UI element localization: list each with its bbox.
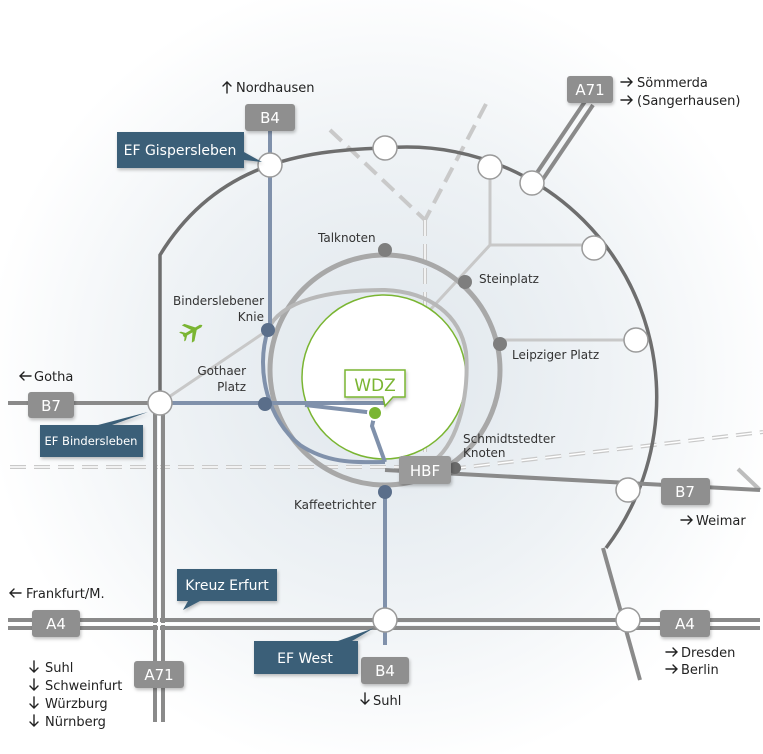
airplane-icon (179, 323, 203, 343)
plate-b4-south: B4 (375, 662, 395, 680)
dest-suhl: Suhl (45, 661, 73, 676)
callout-kreuz-erfurt: Kreuz Erfurt (185, 578, 269, 594)
road-plates (28, 76, 710, 688)
dest-sangerhausen: (Sangerhausen) (637, 94, 740, 109)
plate-a4-west: A4 (46, 615, 66, 633)
plate-b7-west: B7 (41, 397, 61, 415)
label-knoten: Knoten (463, 446, 506, 460)
callout-ef-west: EF West (277, 651, 333, 667)
arrow-icon (9, 77, 693, 727)
dest-weimar: Weimar (696, 514, 746, 529)
label-binderslebener: Binderslebener (173, 294, 264, 308)
label-gothaer: Gothaer (197, 364, 246, 378)
dest-nordhausen: Nordhausen (236, 81, 315, 96)
plate-b7-east: B7 (675, 483, 695, 501)
callout-ef-gispersleben: EF Gispersleben (124, 143, 237, 159)
dest-suhl-south: Suhl (373, 694, 401, 709)
hbf-station-box (399, 456, 451, 484)
label-kaffeetrichter: Kaffeetrichter (294, 498, 376, 512)
junctions (147, 135, 649, 633)
label-schmidtstedter: Schmidtstedter (463, 432, 555, 446)
dest-nuernberg: Nürnberg (45, 715, 106, 730)
dest-gotha: Gotha (34, 370, 73, 385)
label-steinplatz: Steinplatz (479, 272, 539, 286)
dest-soemmerda: Sömmerda (637, 76, 708, 91)
label-leipziger-platz: Leipziger Platz (512, 348, 599, 362)
plate-b4-north: B4 (260, 109, 280, 127)
knots (258, 243, 507, 499)
wdz-label-box (344, 369, 406, 408)
dest-berlin: Berlin (681, 663, 719, 678)
wdz-label: WDZ (354, 376, 396, 396)
wdz-location-dot (367, 405, 383, 421)
inner-loop-road (266, 287, 469, 465)
dest-frankfurt: Frankfurt/M. (26, 587, 105, 602)
callout-boxes (40, 132, 374, 674)
label-platz: Platz (217, 380, 246, 394)
plate-a71-southwest: A71 (144, 666, 173, 684)
label-knie: Knie (238, 310, 264, 324)
plate-a4-east: A4 (675, 615, 695, 633)
callout-ef-bindersleben: EF Bindersleben (45, 434, 138, 448)
urban-connectors (160, 110, 387, 645)
dest-wuerzburg: Würzburg (45, 697, 108, 712)
dest-dresden: Dresden (681, 646, 735, 661)
hbf-label: HBF (410, 462, 440, 480)
dest-schweinfurt: Schweinfurt (45, 679, 122, 694)
label-talknoten: Talknoten (317, 231, 376, 245)
plate-a71-northeast: A71 (575, 81, 604, 99)
